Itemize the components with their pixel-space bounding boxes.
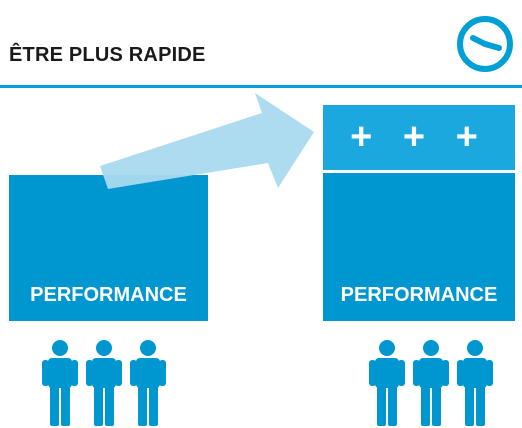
performance-box-after: PERFORMANCE xyxy=(323,173,515,321)
page-title: ÊTRE PLUS RAPIDE xyxy=(9,44,206,66)
people-group-icon-before xyxy=(42,340,166,426)
clock-icon xyxy=(457,16,513,72)
header-divider xyxy=(0,85,522,88)
performance-label-after: PERFORMANCE xyxy=(340,284,498,306)
performance-box-before: PERFORMANCE xyxy=(9,175,208,321)
extra-performance-plus: + + + xyxy=(350,116,488,158)
extra-performance-box: + + + xyxy=(323,105,515,170)
people-group-icon-after xyxy=(369,340,493,426)
performance-label-before: PERFORMANCE xyxy=(30,284,187,306)
